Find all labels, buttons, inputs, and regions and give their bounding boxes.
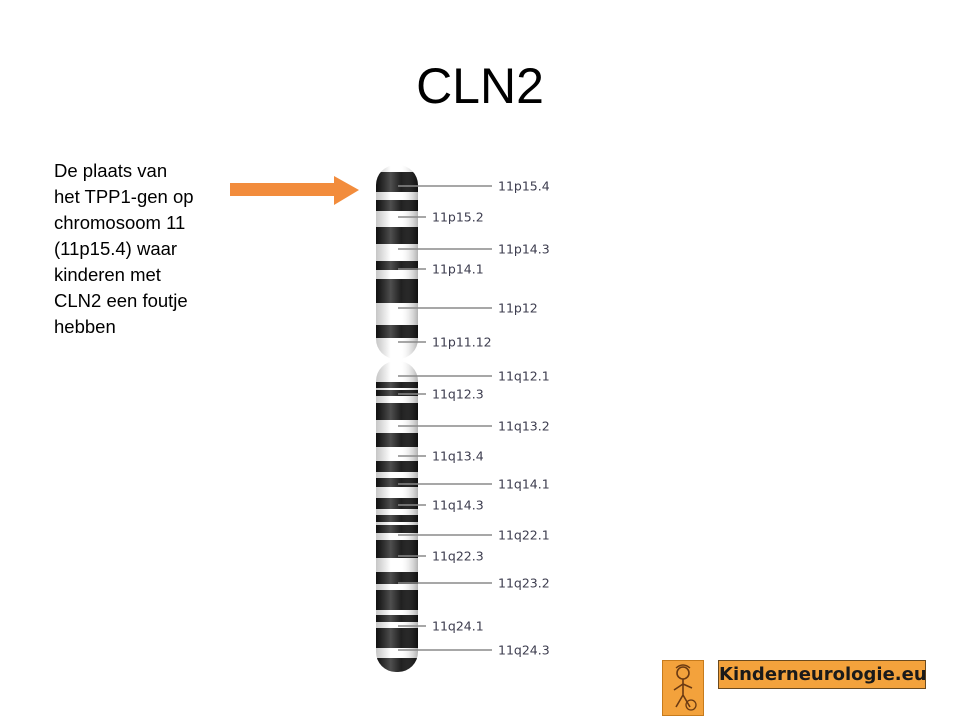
kinderneurologie-logo: Kinderneurologie.eu	[662, 660, 927, 716]
slide-title: CLN2	[416, 58, 544, 114]
band-label-11q14-3: 11q14.3	[432, 498, 484, 513]
child-figure-icon	[662, 660, 704, 716]
chromosome-q-arm	[376, 361, 418, 672]
band-label-11p14-3: 11p14.3	[498, 242, 550, 257]
band-label-11p15-2: 11p15.2	[432, 210, 484, 225]
band-label-11q23-2: 11q23.2	[498, 576, 550, 591]
band-label-11p14-1: 11p14.1	[432, 262, 484, 277]
band-label-11q12-1: 11q12.1	[498, 369, 550, 384]
band-labels: 11p15.4 11p15.2 11p14.3 11p14.1 11p12 11p11.1…	[398, 179, 550, 658]
logo-text: Kinderneurologie.eu	[718, 660, 927, 689]
band-label-11p11-12: 11p11.12	[432, 335, 492, 350]
band-label-11q22-1: 11q22.1	[498, 528, 550, 543]
location-arrow-icon	[230, 176, 359, 205]
band-label-11p15-4: 11p15.4	[498, 179, 550, 194]
band-label-11q13-2: 11q13.2	[498, 419, 550, 434]
band-label-11p12: 11p12	[498, 301, 538, 316]
chromosome-p-arm	[376, 165, 418, 359]
band-label-11q22-3: 11q22.3	[432, 549, 484, 564]
band-label-11q12-3: 11q12.3	[432, 387, 484, 402]
caption-text: De plaats van het TPP1-gen op chromosoom…	[54, 160, 194, 337]
band-label-11q13-4: 11q13.4	[432, 449, 484, 464]
band-label-11q24-1: 11q24.1	[432, 619, 484, 634]
band-label-11q14-1: 11q14.1	[498, 477, 550, 492]
band-label-11q24-3: 11q24.3	[498, 643, 550, 658]
